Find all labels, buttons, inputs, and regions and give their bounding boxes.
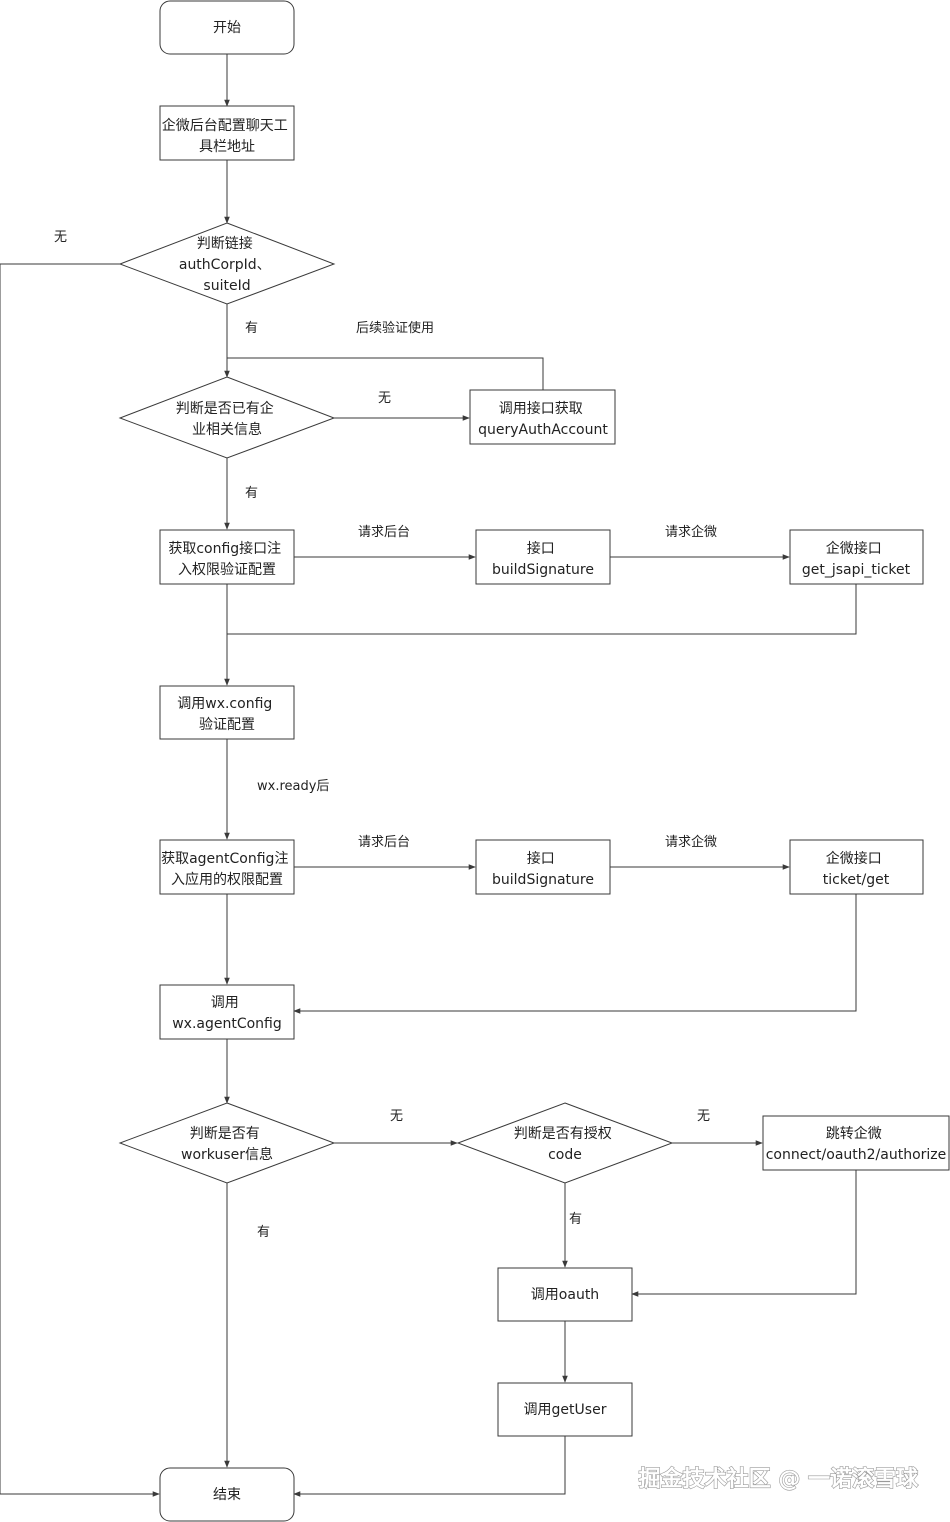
call-query-auth-line-2: queryAuthAccount bbox=[478, 422, 608, 438]
redirect-oauth-line-2: connect/oauth2/authorize bbox=[766, 1147, 947, 1163]
jsapi-ticket-label: 企微接口 get_jsapi_ticket bbox=[802, 540, 911, 578]
check-link-label: 判断链接 authCorpId、 suiteId bbox=[179, 235, 275, 294]
call-oauth-label: 调用oauth bbox=[531, 1287, 599, 1303]
start-label-line: 开始 bbox=[213, 20, 241, 36]
build-signature-1-line-1: 接口 bbox=[527, 540, 555, 557]
wx-agent-config-line-2: wx.agentConfig bbox=[172, 1016, 282, 1032]
nodes bbox=[118, 0, 950, 1522]
check-corp-info-decision bbox=[118, 376, 336, 459]
build-signature-1-node bbox=[475, 529, 611, 585]
jsapi-ticket-node bbox=[789, 529, 924, 585]
config-toolbar-line-1: 企微后台配置聊天工 bbox=[162, 117, 288, 134]
redirect-oauth-line-1: 跳转企微 bbox=[826, 1125, 882, 1142]
get-agent-config-label: 获取agentConfig注 入应用的权限配置 bbox=[161, 851, 293, 888]
check-workuser-decision bbox=[118, 1102, 336, 1184]
build-signature-1-label: 接口 buildSignature bbox=[492, 540, 594, 578]
edge-label-corp-none: 无 bbox=[378, 391, 391, 406]
check-corp-info-line-1: 判断是否已有企 bbox=[176, 400, 274, 417]
check-code-line-2: code bbox=[548, 1147, 582, 1163]
wx-agent-config-label: 调用 wx.agentConfig bbox=[172, 995, 282, 1032]
call-query-auth-line-1: 调用接口获取 bbox=[499, 400, 583, 417]
wx-config-line-1: 调用wx.config bbox=[177, 696, 272, 712]
get-config-label: 获取config接口注 入权限验证配置 bbox=[168, 540, 285, 578]
check-corp-info-line-2: 业相关信息 bbox=[192, 421, 262, 438]
edge-label-corp-yes: 有 bbox=[245, 486, 258, 501]
call-getuser-label: 调用getUser bbox=[524, 1402, 607, 1418]
get-config-line-2: 入权限验证配置 bbox=[178, 562, 276, 578]
wx-config-node bbox=[159, 685, 295, 740]
edge-getuser-to-end bbox=[293, 1436, 566, 1497]
wx-agent-config-node bbox=[159, 984, 295, 1040]
check-code-label: 判断是否有授权 code bbox=[514, 1126, 616, 1163]
check-workuser-label: 判断是否有 workuser信息 bbox=[181, 1126, 273, 1163]
edge-label-workuser-yes: 有 bbox=[257, 1225, 270, 1240]
edge-label-workuser-none: 无 bbox=[390, 1109, 403, 1124]
start-label: 开始 bbox=[213, 20, 241, 36]
edge-label-link-yes: 有 bbox=[245, 321, 258, 336]
check-link-line-1: 判断链接 bbox=[197, 235, 253, 252]
check-link-line-2: authCorpId、 bbox=[179, 257, 271, 273]
get-config-node bbox=[159, 529, 295, 585]
edge-label-later-verify: 后续验证使用 bbox=[356, 320, 434, 336]
ticket-get-node bbox=[789, 839, 924, 895]
check-corp-info-label: 判断是否已有企 业相关信息 bbox=[176, 400, 278, 438]
edge-label-wx-ready: wx.ready后 bbox=[257, 779, 329, 794]
call-getuser-node bbox=[497, 1382, 633, 1437]
build-signature-2-line-2: buildSignature bbox=[492, 872, 594, 888]
call-query-auth-label: 调用接口获取 queryAuthAccount bbox=[478, 400, 608, 438]
config-toolbar-label: 企微后台配置聊天工 具栏地址 bbox=[162, 117, 292, 155]
call-query-auth-node bbox=[469, 389, 616, 445]
edge-ticket-to-wxagent bbox=[293, 894, 857, 1014]
redirect-oauth-label: 跳转企微 connect/oauth2/authorize bbox=[766, 1125, 947, 1163]
build-signature-2-line-1: 接口 bbox=[527, 850, 555, 867]
edge-labels: 无 有 后续验证使用 无 有 请求后台 请求企微 wx.ready后 请求后台 … bbox=[54, 230, 717, 1240]
wx-config-label: 调用wx.config 验证配置 bbox=[177, 696, 276, 733]
jsapi-ticket-line-1: 企微接口 bbox=[826, 540, 882, 557]
redirect-oauth-node bbox=[762, 1115, 950, 1171]
edge-label-request-backend-2: 请求后台 bbox=[358, 835, 410, 850]
edge-label-request-wecom-2: 请求企微 bbox=[665, 834, 717, 850]
edge-redirect-to-oauth bbox=[631, 1170, 857, 1297]
edge-query-back-to-flow bbox=[227, 357, 544, 390]
ticket-get-label: 企微接口 ticket/get bbox=[823, 850, 890, 888]
end-node bbox=[159, 1467, 295, 1522]
edge-label-code-none: 无 bbox=[697, 1109, 710, 1124]
start-node bbox=[159, 0, 295, 55]
check-workuser-line-1: 判断是否有 bbox=[190, 1126, 260, 1142]
check-link-decision bbox=[118, 222, 336, 305]
check-code-decision bbox=[456, 1102, 674, 1184]
check-code-line-1: 判断是否有授权 bbox=[514, 1126, 612, 1142]
get-agent-config-node bbox=[159, 839, 295, 895]
edge-label-request-wecom-1: 请求企微 bbox=[665, 524, 717, 540]
call-oauth-line: 调用oauth bbox=[531, 1287, 599, 1303]
build-signature-1-line-2: buildSignature bbox=[492, 562, 594, 578]
edge-label-request-backend-1: 请求后台 bbox=[358, 525, 410, 540]
edge-label-code-yes: 有 bbox=[569, 1212, 582, 1227]
get-config-line-1: 获取config接口注 bbox=[168, 540, 281, 557]
call-getuser-line: 调用getUser bbox=[524, 1402, 607, 1418]
config-toolbar-line-2: 具栏地址 bbox=[199, 139, 255, 155]
get-agent-config-line-2: 入应用的权限配置 bbox=[171, 871, 283, 888]
edge-link-none-to-end bbox=[0, 263, 160, 1497]
build-signature-2-label: 接口 buildSignature bbox=[492, 850, 594, 888]
check-link-line-3: suiteId bbox=[203, 278, 250, 294]
build-signature-2-node bbox=[475, 839, 611, 895]
edge-jsapi-back-to-flow bbox=[227, 584, 857, 635]
jsapi-ticket-line-2: get_jsapi_ticket bbox=[802, 562, 911, 578]
ticket-get-line-1: 企微接口 bbox=[826, 850, 882, 867]
config-toolbar-node bbox=[159, 105, 295, 161]
ticket-get-line-2: ticket/get bbox=[823, 872, 890, 888]
watermark-text: 掘金技术社区 @ 一诺滚雪球 bbox=[639, 1466, 919, 1492]
wx-agent-config-line-1: 调用 bbox=[211, 995, 239, 1011]
end-label-line: 结束 bbox=[213, 1487, 241, 1503]
wx-config-line-2: 验证配置 bbox=[199, 717, 255, 733]
edges bbox=[0, 54, 857, 1497]
end-label: 结束 bbox=[213, 1487, 241, 1503]
get-agent-config-line-1: 获取agentConfig注 bbox=[161, 851, 288, 867]
edge-label-link-none: 无 bbox=[54, 230, 67, 245]
call-oauth-node bbox=[497, 1267, 633, 1322]
check-workuser-line-2: workuser信息 bbox=[181, 1146, 273, 1163]
node-labels: 开始 企微后台配置聊天工 具栏地址 判断链接 authCorpId、 suite… bbox=[161, 20, 946, 1503]
